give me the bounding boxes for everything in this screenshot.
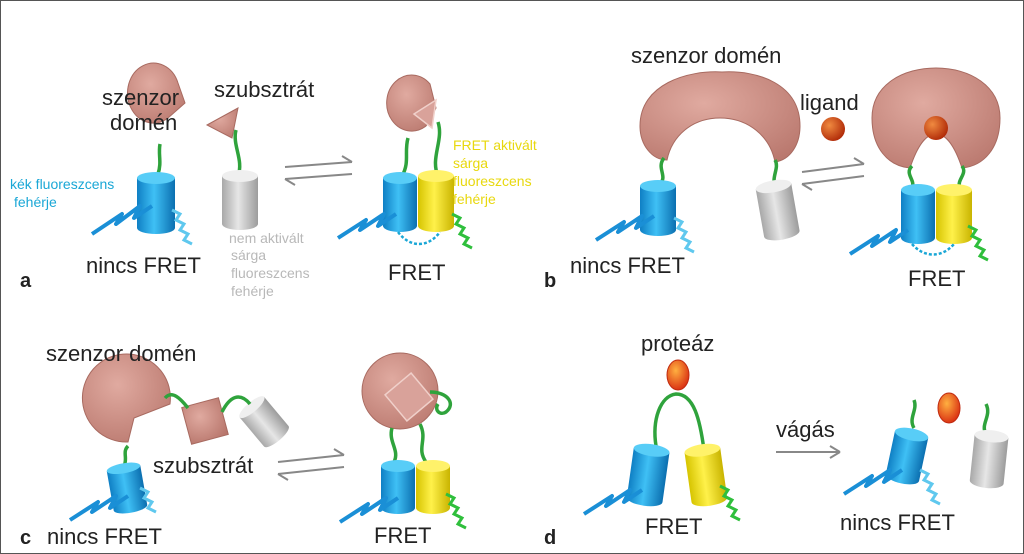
linker <box>429 390 452 416</box>
active-yfp-line3: fluoreszcens <box>453 173 532 189</box>
no-fret-label: nincs FRET <box>570 253 685 278</box>
cut-label: vágás <box>776 417 835 442</box>
panel-d: proteáz vágás FRET nincs FRET d <box>544 331 1009 549</box>
panel-c: szenzor domén szubsztrát nincs FRET FRET… <box>20 341 467 549</box>
cfp-cylinder <box>901 184 935 244</box>
substrate-bound <box>383 371 435 423</box>
yellow-emission-spring <box>445 492 467 530</box>
panel-b: szenzor domén ligand nincs FRET FRET b <box>544 43 1001 292</box>
sensor-domain <box>81 353 171 443</box>
yellow-emission-spring <box>451 212 473 250</box>
inactive-yfp-cylinder <box>969 430 1009 489</box>
excitation-arrow <box>842 468 904 496</box>
fret-label: FRET <box>388 260 445 285</box>
cleaved-linker <box>910 399 917 429</box>
yfp-cylinder <box>418 170 454 232</box>
protease-molecule <box>937 392 961 424</box>
cfp-cylinder <box>383 172 417 232</box>
cfp-cylinder <box>137 172 175 234</box>
protease-label: proteáz <box>641 331 714 356</box>
linker <box>233 129 242 177</box>
linker <box>220 395 252 413</box>
cfp-label-line1: kék fluoreszcens <box>10 176 114 192</box>
cyan-emission-spring <box>139 486 157 514</box>
linker <box>400 137 410 177</box>
active-yfp-line4: fehérje <box>453 191 496 207</box>
excitation-arrow <box>848 228 910 256</box>
panel-letter-b: b <box>544 270 556 292</box>
sensor-label-line2: domén <box>110 110 177 135</box>
ligand-label: ligand <box>800 90 859 115</box>
inactive-yfp-line3: fluoreszcens <box>231 265 310 281</box>
sensor-domain-open <box>639 71 801 163</box>
equilibrium-arrow <box>277 448 345 481</box>
sensor-label: szenzor domén <box>631 43 781 68</box>
linker-loop <box>653 392 706 451</box>
equilibrium-arrow <box>801 157 865 191</box>
cfp-cylinder <box>640 180 676 236</box>
yellow-emission-spring <box>967 224 989 262</box>
cfp-label-line2: fehérje <box>14 194 57 210</box>
substrate-bound <box>412 98 437 130</box>
linker <box>163 393 190 410</box>
cyan-emission-spring <box>171 208 193 246</box>
protease-molecule <box>666 359 690 391</box>
inactive-yfp-line4: fehérje <box>231 283 274 299</box>
inactive-yfp-line2: sárga <box>231 247 266 263</box>
linker <box>389 427 398 463</box>
active-yfp-line2: sárga <box>453 155 488 171</box>
no-fret-label: nincs FRET <box>840 510 955 535</box>
substrate-label: szubsztrát <box>153 453 253 478</box>
inactive-yfp-line1: nem aktivált <box>229 230 304 246</box>
yellow-emission-spring <box>719 484 741 522</box>
ligand-bound <box>924 116 948 140</box>
cut-arrow <box>776 445 841 459</box>
panel-a: szenzor domén szubsztrát kék fluoreszcen… <box>10 62 537 299</box>
inactive-yfp-cylinder <box>755 179 800 241</box>
inactive-yfp-cylinder <box>222 170 258 230</box>
equilibrium-arrow <box>284 155 353 186</box>
cfp-cylinder <box>885 427 929 485</box>
substrate-label: szubsztrát <box>214 77 314 102</box>
excitation-arrow <box>90 204 154 236</box>
fret-label: FRET <box>908 266 965 291</box>
excitation-arrow <box>336 212 398 240</box>
linker <box>433 121 442 177</box>
energy-transfer-arrow <box>397 231 441 246</box>
fret-label: FRET <box>645 514 702 539</box>
excitation-arrow <box>68 494 130 522</box>
no-fret-label: nincs FRET <box>47 524 162 549</box>
sensor-label: szenzor domén <box>46 341 196 366</box>
yfp-cylinder <box>936 184 972 244</box>
energy-transfer-arrow <box>911 243 955 256</box>
inactive-yfp-cylinder <box>239 396 289 448</box>
panel-letter-c: c <box>20 527 31 549</box>
linker <box>156 143 162 175</box>
substrate-shape <box>205 107 239 139</box>
substrate-shape <box>181 397 229 445</box>
panel-letter-a: a <box>20 270 32 292</box>
panel-letter-d: d <box>544 527 556 549</box>
sensor-label-line1: szenzor <box>102 85 179 110</box>
fret-label: FRET <box>374 523 431 548</box>
excitation-arrow <box>594 214 656 242</box>
linker <box>418 423 428 464</box>
ligand-molecule <box>821 117 845 141</box>
cyan-emission-spring <box>919 468 941 506</box>
cyan-emission-spring <box>673 216 695 254</box>
excitation-arrow <box>338 496 400 524</box>
yfp-cylinder <box>684 443 728 507</box>
no-fret-label: nincs FRET <box>86 253 201 278</box>
excitation-arrow <box>582 488 644 516</box>
sensor-domain <box>127 62 186 124</box>
yfp-cylinder <box>416 460 450 514</box>
cleaved-linker <box>982 403 990 435</box>
active-yfp-line1: FRET aktivált <box>453 137 537 153</box>
